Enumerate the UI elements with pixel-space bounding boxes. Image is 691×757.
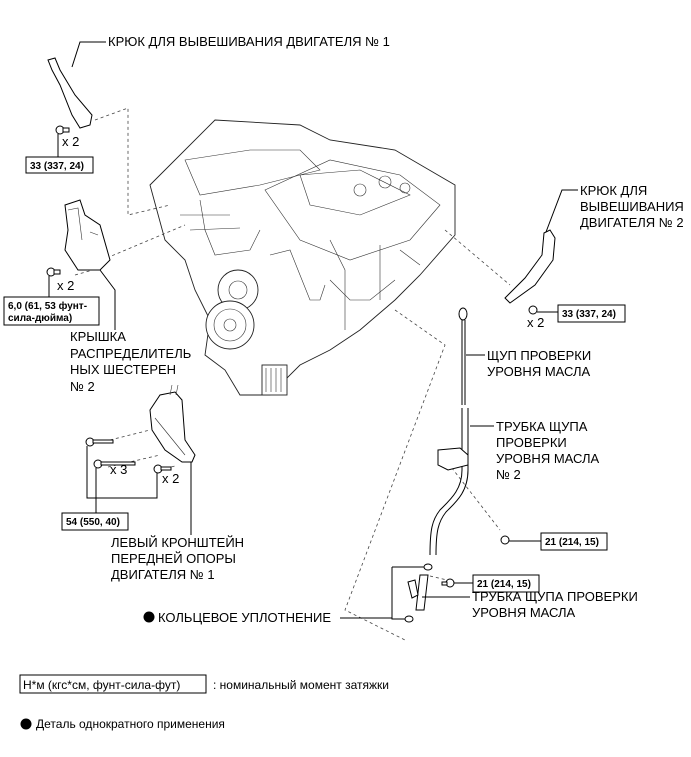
part-label-timing-cover: КРЫШКА РАСПРЕДЕЛИТЕЛЬ НЫХ ШЕСТЕРЕН № 2 xyxy=(70,329,195,394)
engine-block-drawing xyxy=(149,119,456,396)
timing-gear-cover-2: x 2 6,0 (61, 53 фунт- сила-дюйма) КРЫШКА… xyxy=(3,199,195,394)
part-label-hook-1: КРЮК ДЛЯ ВЫВЕШИВАНИЯ ДВИГАТЕЛЯ № 1 xyxy=(108,34,390,49)
torque-value: 21 (214, 15) xyxy=(545,537,599,548)
legend-torque-desc: : номинальный момент затяжки xyxy=(213,678,389,692)
torque-value: 33 (337, 24) xyxy=(30,161,84,172)
quantity-label: x 3 xyxy=(110,462,127,477)
torque-box xyxy=(25,156,94,174)
legend: Н*м (кгс*см, фунт-сила-фут) : номинальны… xyxy=(19,674,389,731)
part-label-hook-2: КРЮК ДЛЯ ВЫВЕШИВАНИЯ ДВИГАТЕЛЯ № 2 xyxy=(580,183,687,230)
part-label-dipstick: ЩУП ПРОВЕРКИ УРОВНЯ МАСЛА xyxy=(487,348,595,379)
dipstick-tube: 21 (214, 15) ТРУБКА ЩУПА ПРОВЕРКИ УРОВНЯ… xyxy=(391,563,641,623)
torque-box xyxy=(557,304,626,323)
part-label-dipstick-tube: ТРУБКА ЩУПА ПРОВЕРКИ УРОВНЯ МАСЛА xyxy=(472,589,641,620)
torque-box xyxy=(3,296,100,326)
oil-dipstick: ЩУП ПРОВЕРКИ УРОВНЯ МАСЛА xyxy=(458,307,595,405)
bolt-icon xyxy=(55,125,70,135)
bolt-icon xyxy=(500,535,510,545)
torque-box xyxy=(472,574,540,593)
part-label-bracket: ЛЕВЫЙ КРОНШТЕЙН ПЕРЕДНЕЙ ОПОРЫ ДВИГАТЕЛЯ… xyxy=(111,535,248,582)
part-label-dipstick-tube-2: ТРУБКА ЩУПА ПРОВЕРКИ УРОВНЯ МАСЛА № 2 xyxy=(496,419,603,482)
torque-value: 54 (550, 40) xyxy=(66,517,120,528)
torque-box xyxy=(61,512,129,531)
engine-hook-2: x 2 33 (337, 24) КРЮК ДЛЯ ВЫВЕШИВАНИЯ ДВ… xyxy=(504,183,687,330)
bolt-icon xyxy=(93,459,136,469)
quantity-label: x 2 xyxy=(62,134,79,149)
torque-value: сила-дюйма) xyxy=(8,313,72,324)
dipstick-tube-2: 21 (214, 15) ТРУБКА ЩУПА ПРОВЕРКИ УРОВНЯ… xyxy=(429,408,608,556)
quantity-label: x 2 xyxy=(162,471,179,486)
bolt-icon xyxy=(441,578,455,588)
bolt-icon xyxy=(46,267,61,277)
torque-value: 33 (337, 24) xyxy=(562,309,616,320)
legend-torque-box xyxy=(19,674,207,694)
part-label-o-ring: КОЛЬЦЕВОЕ УПЛОТНЕНИЕ xyxy=(158,610,331,625)
bolt-icon xyxy=(85,437,114,447)
torque-value: 21 (214, 15) xyxy=(477,579,531,590)
quantity-label: x 2 xyxy=(57,278,74,293)
bolt-icon xyxy=(528,305,538,315)
bolt-icon xyxy=(153,464,172,474)
o-ring-icon xyxy=(404,615,414,623)
quantity-label: x 2 xyxy=(527,315,544,330)
non-reusable-bullet-icon xyxy=(143,611,155,623)
engine-hook-1: x 2 33 (337, 24) КРЮК ДЛЯ ВЫВЕШИВАНИЯ ДВ… xyxy=(25,34,390,174)
torque-box xyxy=(540,532,608,551)
legend-non-reusable: Деталь однократного применения xyxy=(36,717,225,731)
non-reusable-bullet-icon xyxy=(20,718,32,730)
torque-value: 6,0 (61, 53 фунт- xyxy=(8,300,87,312)
o-ring-icon xyxy=(423,563,433,571)
front-mount-bracket: x 3 x 2 54 (550, 40) ЛЕВЫЙ КРОНШТЕЙН ПЕР… xyxy=(61,384,248,582)
o-ring-callout: КОЛЬЦЕВОЕ УПЛОТНЕНИЕ xyxy=(143,610,392,625)
legend-torque-units: Н*м (кгс*см, фунт-сила-фут) xyxy=(23,678,180,692)
